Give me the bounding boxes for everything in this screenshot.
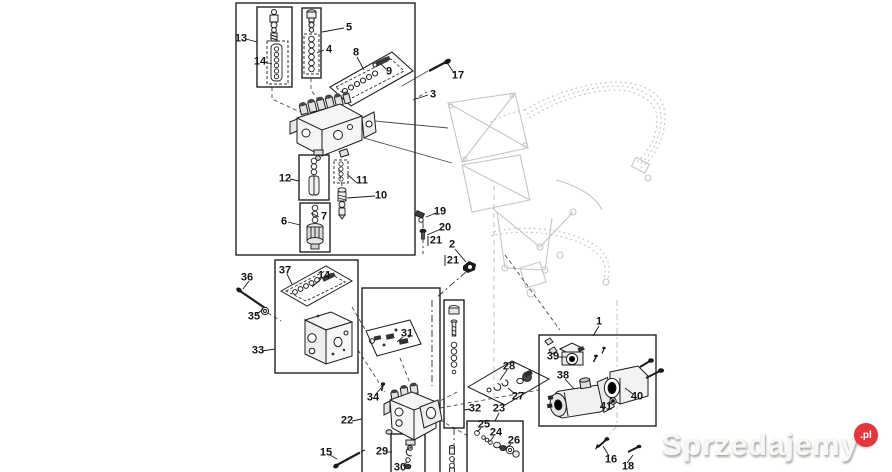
group-boxes <box>235 2 657 472</box>
bolt-16 <box>595 437 610 450</box>
bolt-17 <box>428 58 451 73</box>
cartridge-valve-13 <box>269 9 279 42</box>
plug-kit-6-7 <box>306 204 324 250</box>
fitting-2 <box>463 261 476 273</box>
gear-pump-40 <box>603 358 665 405</box>
oring-plate-27-28 <box>466 360 551 406</box>
spare-parts-below-32 <box>448 445 456 472</box>
washer-35 <box>260 306 270 316</box>
pump-valve-assembly <box>383 382 443 451</box>
clip-kit-29-30 <box>404 447 412 470</box>
bolt-34 <box>380 382 386 392</box>
watermark: Sprzedajemy .pl <box>661 423 878 462</box>
spool-kit-12 <box>308 157 320 196</box>
screw-18 <box>627 444 642 453</box>
bolt-15 <box>333 449 366 469</box>
solenoid-39 <box>544 337 586 366</box>
box-22 <box>361 287 441 472</box>
watermark-text: Sprzedajemy <box>661 427 858 462</box>
seal-kit-11 <box>338 161 344 182</box>
leader-lines <box>242 27 634 467</box>
plug-screw-spring-32 <box>448 304 460 375</box>
cap-5 <box>306 9 317 33</box>
fitting-19 <box>414 209 426 223</box>
check-valve-kit-23 <box>474 430 520 458</box>
motor-38 <box>546 376 615 419</box>
box-6 <box>299 202 331 253</box>
label-ticks-21 <box>427 236 446 266</box>
background-tractor-lines <box>447 81 666 449</box>
gasket-strip-14 <box>270 43 283 82</box>
box-5 <box>301 7 322 79</box>
gasket-plate-37 <box>279 265 354 307</box>
screws-in-box-1 <box>592 346 606 363</box>
spring-kit-4 <box>308 35 315 73</box>
main-valve-assembly <box>289 91 377 161</box>
box-32 <box>443 299 465 429</box>
box-valve-kit <box>235 2 416 256</box>
relief-valve-10 <box>337 187 347 220</box>
box-11 <box>333 159 349 184</box>
bolt-20 <box>419 228 427 240</box>
valve-block-33 <box>303 311 354 365</box>
bolt-36 <box>236 287 266 309</box>
box-1 <box>538 334 657 427</box>
seal-plate-8-9 <box>329 51 414 107</box>
fitting-plate-31 <box>365 319 422 357</box>
box-13 <box>256 6 293 88</box>
watermark-pl-badge: .pl <box>854 423 878 447</box>
box-4 <box>303 33 320 75</box>
box-33 <box>274 259 359 374</box>
